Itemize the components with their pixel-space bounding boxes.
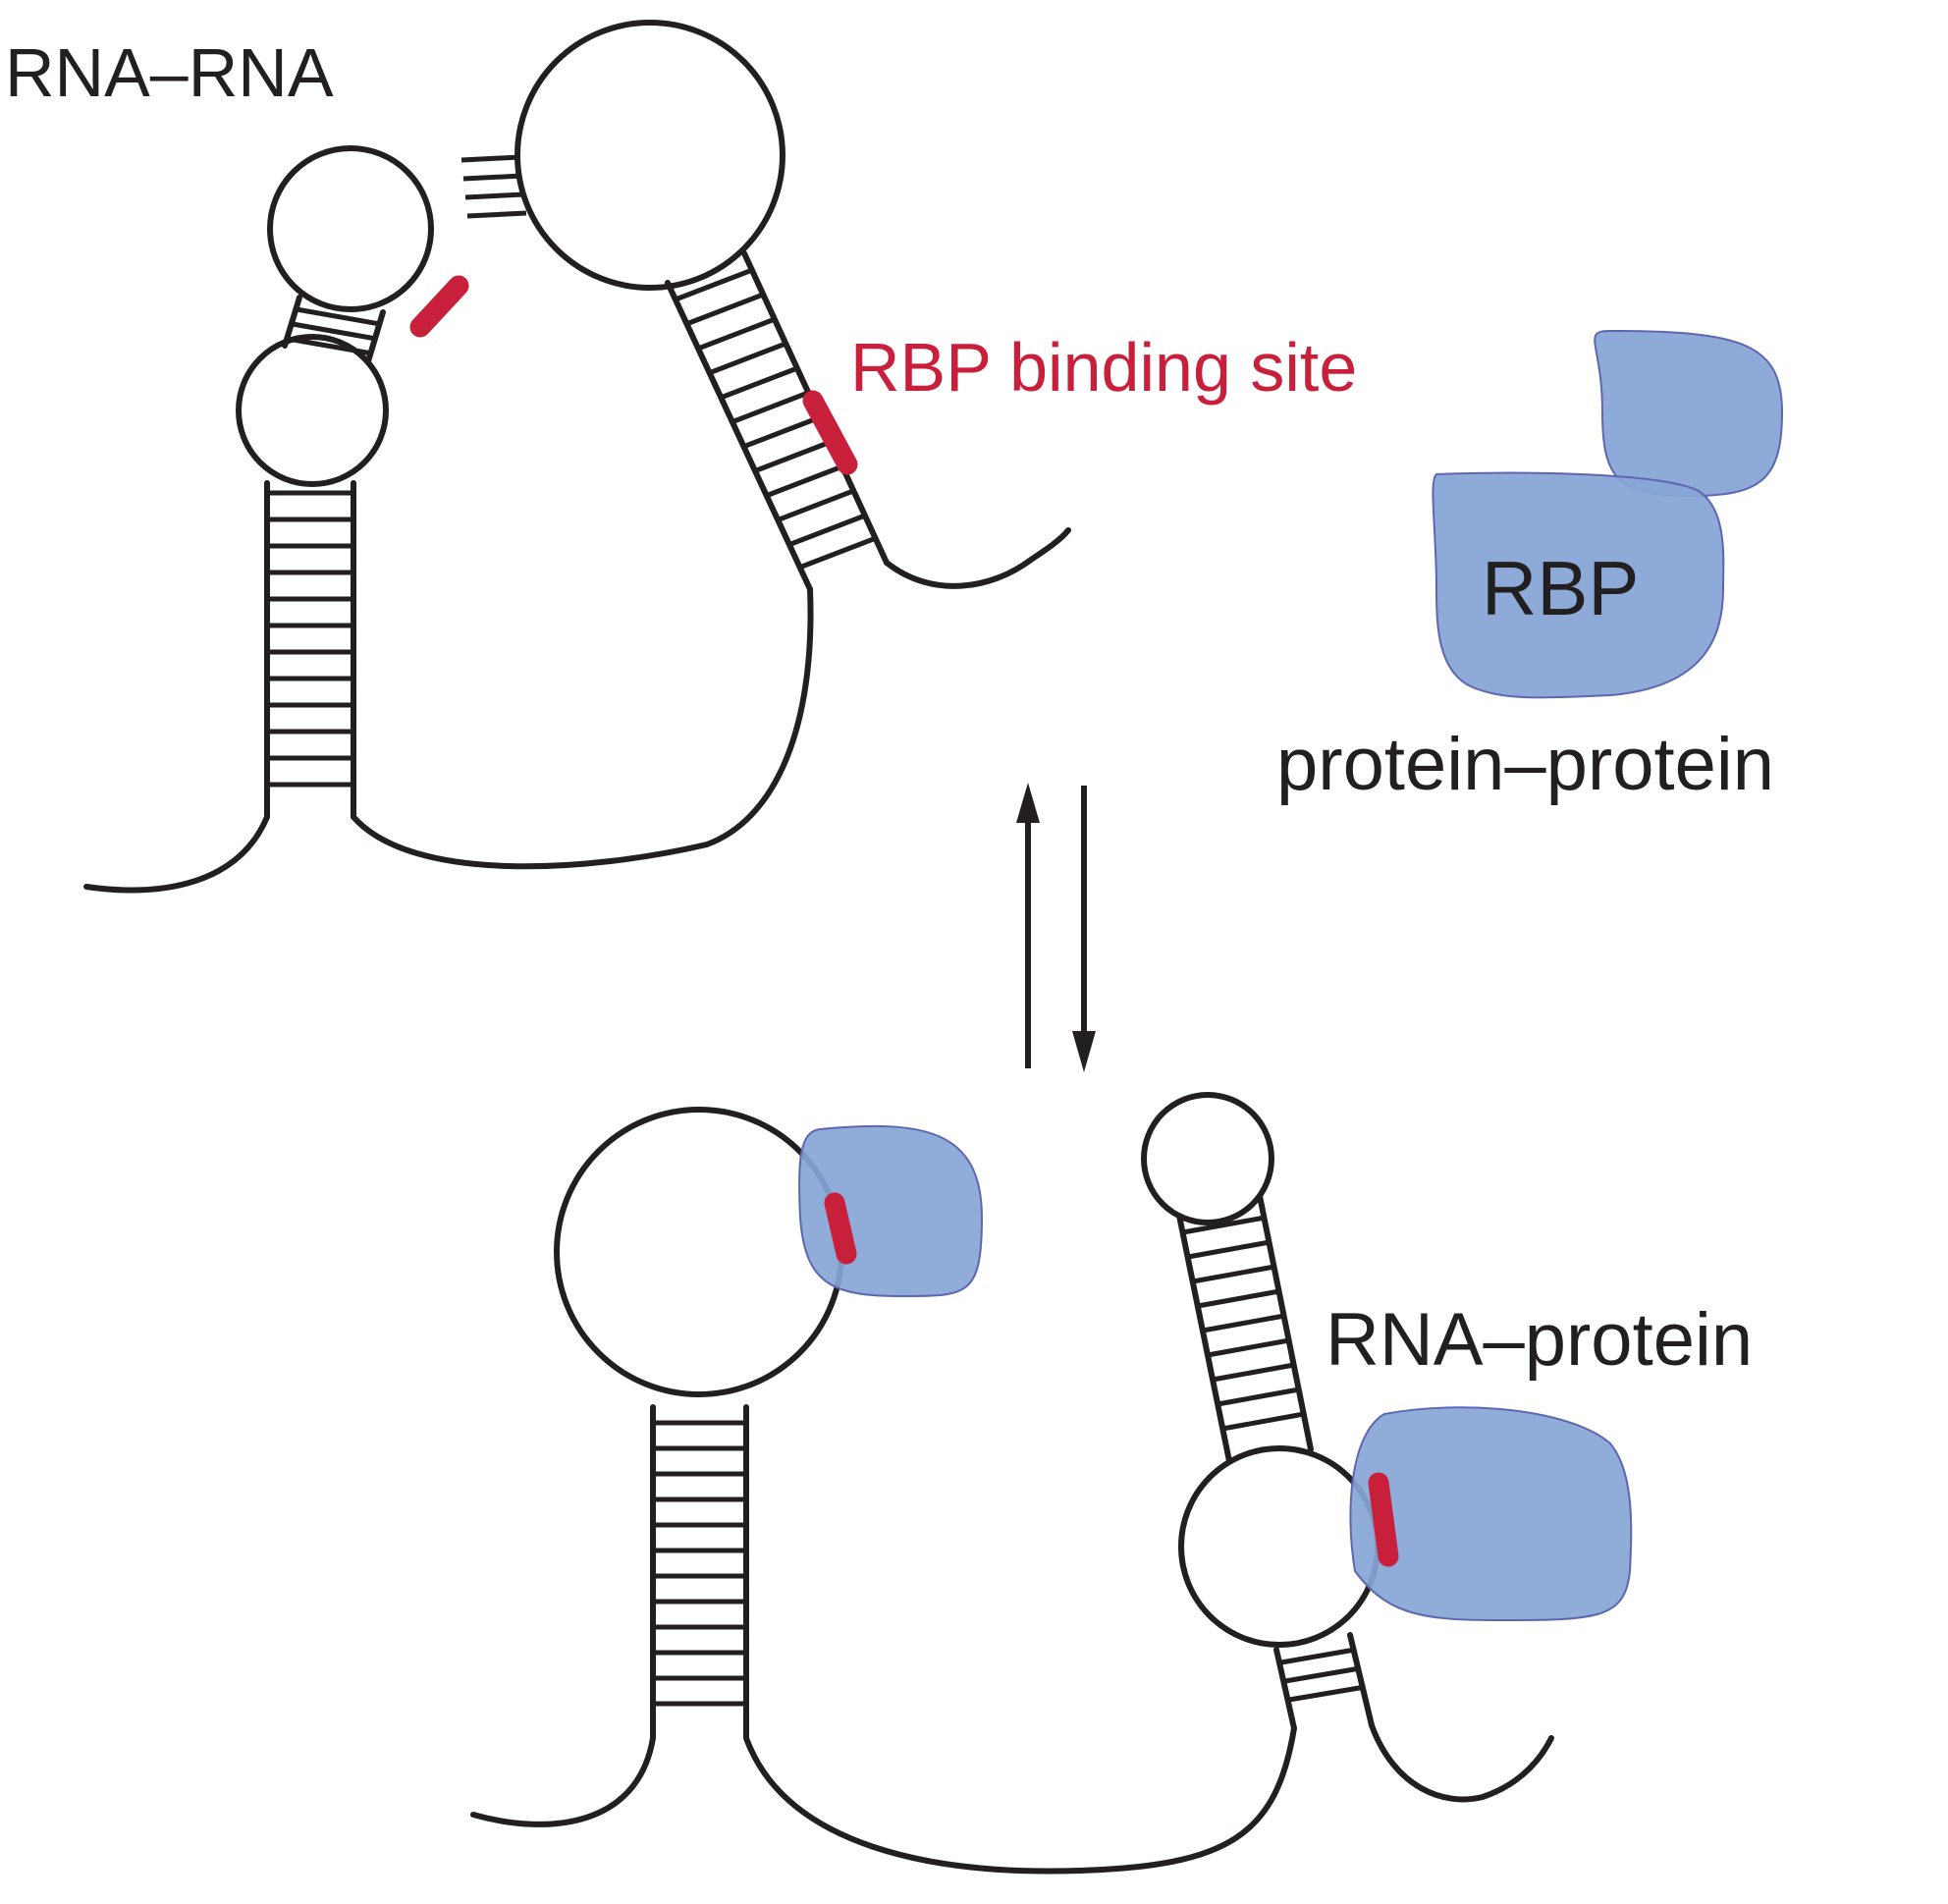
- binding-site-marker: [409, 275, 469, 338]
- bottom-right-internal-loop: [1178, 1445, 1380, 1648]
- top-large-hairpin-loop: [514, 20, 785, 291]
- binding-site-marker: [1368, 1472, 1399, 1567]
- kissing-loop-base-pairs: [460, 154, 527, 219]
- top-diagonal-stem-left: [665, 280, 813, 592]
- equilibrium-icon: [1016, 783, 1096, 1072]
- bottom-rna-backbone: [470, 1722, 1554, 1875]
- top-diagonal-stem-base-pairs: [675, 267, 877, 571]
- free-rbp-complex: RBP: [1432, 329, 1784, 699]
- bottom-right-short-stem-left: [1273, 1647, 1297, 1731]
- bottom-stem-base-pairs: [653, 1420, 746, 1707]
- top-rna-backbone: [83, 480, 1071, 894]
- partner-protein: [1594, 329, 1784, 498]
- top-rna-structure: [83, 20, 1071, 894]
- top-short-stem-left: [282, 295, 302, 349]
- top-stem-base-pairs: [267, 490, 353, 788]
- bottom-right-short-stem-base-pairs: [1280, 1647, 1366, 1703]
- rna-protein-label: RNA–protein: [1326, 1298, 1753, 1382]
- binding-site-marker: [802, 390, 858, 475]
- bound-rbp-bottom: [1349, 1406, 1633, 1622]
- rna-rna-label: RNA–RNA: [5, 34, 334, 111]
- bottom-rna-structure: [470, 1092, 1554, 1875]
- bottom-left-hairpin-loop: [554, 1107, 844, 1397]
- top-short-stem-base-pairs: [287, 306, 381, 356]
- protein-protein-label: protein–protein: [1276, 723, 1774, 806]
- binding-site-marker: [824, 1192, 857, 1265]
- top-left-hairpin-loop: [267, 145, 434, 312]
- bottom-right-upper-stem-base-pairs: [1182, 1215, 1305, 1432]
- bottom-right-upper-stem-left: [1175, 1208, 1232, 1464]
- top-internal-loop: [236, 334, 389, 487]
- rbp-binding-site-label: RBP binding site: [850, 329, 1357, 406]
- bottom-right-upper-stem-right: [1257, 1193, 1314, 1452]
- rbp-label: RBP: [1482, 545, 1639, 631]
- rbp-protein: [1432, 471, 1725, 699]
- bottom-right-hairpin-loop: [1141, 1092, 1274, 1225]
